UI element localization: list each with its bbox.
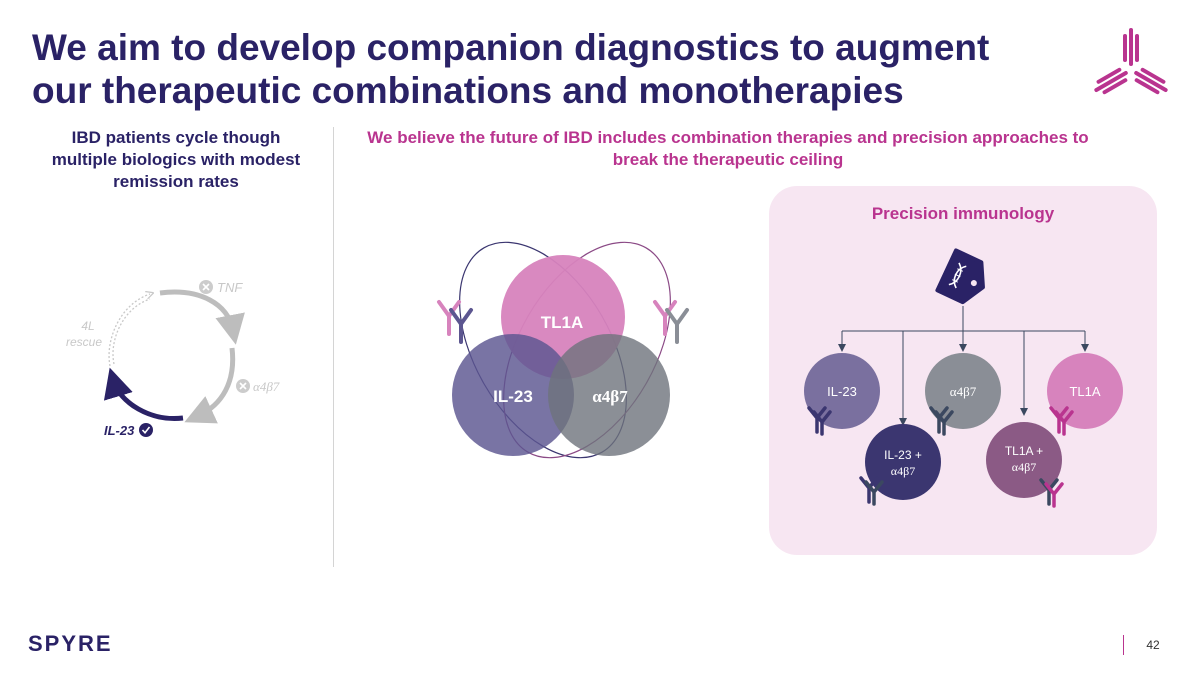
antibody-icon	[1039, 478, 1064, 508]
dna-tag-icon	[935, 248, 985, 305]
column-divider	[333, 127, 334, 567]
cycle-arrow-il23	[103, 367, 184, 422]
left-heading: IBD patients cycle though multiple biolo…	[40, 127, 312, 193]
antibody-icon	[653, 300, 689, 344]
node-tl1a-a4b7-label-2: α4β7	[1012, 460, 1036, 474]
left-heading-line-2: multiple biologics with modest	[51, 150, 301, 169]
cycle-arrow-rescue	[108, 294, 150, 367]
rescue-label-line-2: rescue	[66, 335, 102, 349]
antibody-icon	[1049, 406, 1074, 436]
node-tl1a-a4b7-label-1: TL1A +	[1005, 444, 1043, 458]
node-tl1a-label: TL1A	[1069, 384, 1100, 399]
tnf-label: TNF	[217, 280, 243, 295]
right-heading-line-1: We believe the future of IBD includes co…	[367, 128, 1089, 147]
title-line-1: We aim to develop companion diagnostics …	[32, 27, 990, 68]
left-heading-line-3: remission rates	[113, 172, 239, 191]
tnf-close-icon	[199, 280, 213, 294]
venn-label-tl1a: TL1A	[541, 313, 584, 332]
page-number: 42	[1146, 638, 1160, 652]
a4b7-close-icon	[236, 379, 250, 393]
treatment-cycle-diagram: TNF α4β7 4L rescue IL-23	[66, 280, 280, 438]
spyre-logo: SPYRE	[28, 632, 113, 654]
venn-label-a4b7: α4β7	[592, 387, 628, 406]
panel-title: Precision immunology	[871, 204, 1055, 223]
venn-label-il23: IL-23	[493, 387, 533, 406]
right-heading: We believe the future of IBD includes co…	[348, 127, 1108, 171]
antibody-icon	[929, 406, 954, 436]
node-il23-a4b7-label-2: α4β7	[891, 464, 915, 478]
trident-logo-icon	[1094, 28, 1168, 95]
antibody-icon	[807, 406, 832, 436]
venn-circle-a4b7	[548, 334, 670, 456]
node-il23-label: IL-23	[827, 384, 857, 399]
precision-tree-diagram: IL-23 α4β7 TL1A IL-23 + α4β7 TL1A + α4β7	[804, 248, 1123, 508]
antibody-icon	[859, 476, 884, 506]
il23-cycle-label: IL-23	[104, 423, 135, 438]
a4b7-cycle-label: α4β7	[253, 379, 280, 394]
cycle-arrow-tnf	[159, 289, 245, 345]
antibody-icon	[437, 300, 473, 344]
left-heading-line-1: IBD patients cycle though	[71, 128, 281, 147]
node-il23-a4b7-label-1: IL-23 +	[884, 448, 922, 462]
spyre-logo-text: SPYRE	[28, 632, 113, 654]
right-heading-line-2: break the therapeutic ceiling	[612, 150, 844, 169]
venn-circle-il23	[452, 334, 574, 456]
title-line-2: our therapeutic combinations and monothe…	[32, 70, 904, 111]
venn-diagram: TL1A IL-23 α4β7	[437, 241, 689, 459]
rescue-label-line-1: 4L	[81, 319, 94, 333]
page-title: We aim to develop companion diagnostics …	[32, 26, 1072, 112]
cycle-arrow-a4b7	[184, 347, 236, 424]
precision-immunology-panel: Precision immunology	[769, 186, 1157, 555]
il23-check-icon	[139, 423, 153, 437]
node-tl1a-a4b7	[986, 422, 1062, 498]
node-a4b7-label: α4β7	[950, 384, 977, 399]
node-il23-a4b7	[865, 424, 941, 500]
page-number-rule	[1123, 635, 1124, 655]
